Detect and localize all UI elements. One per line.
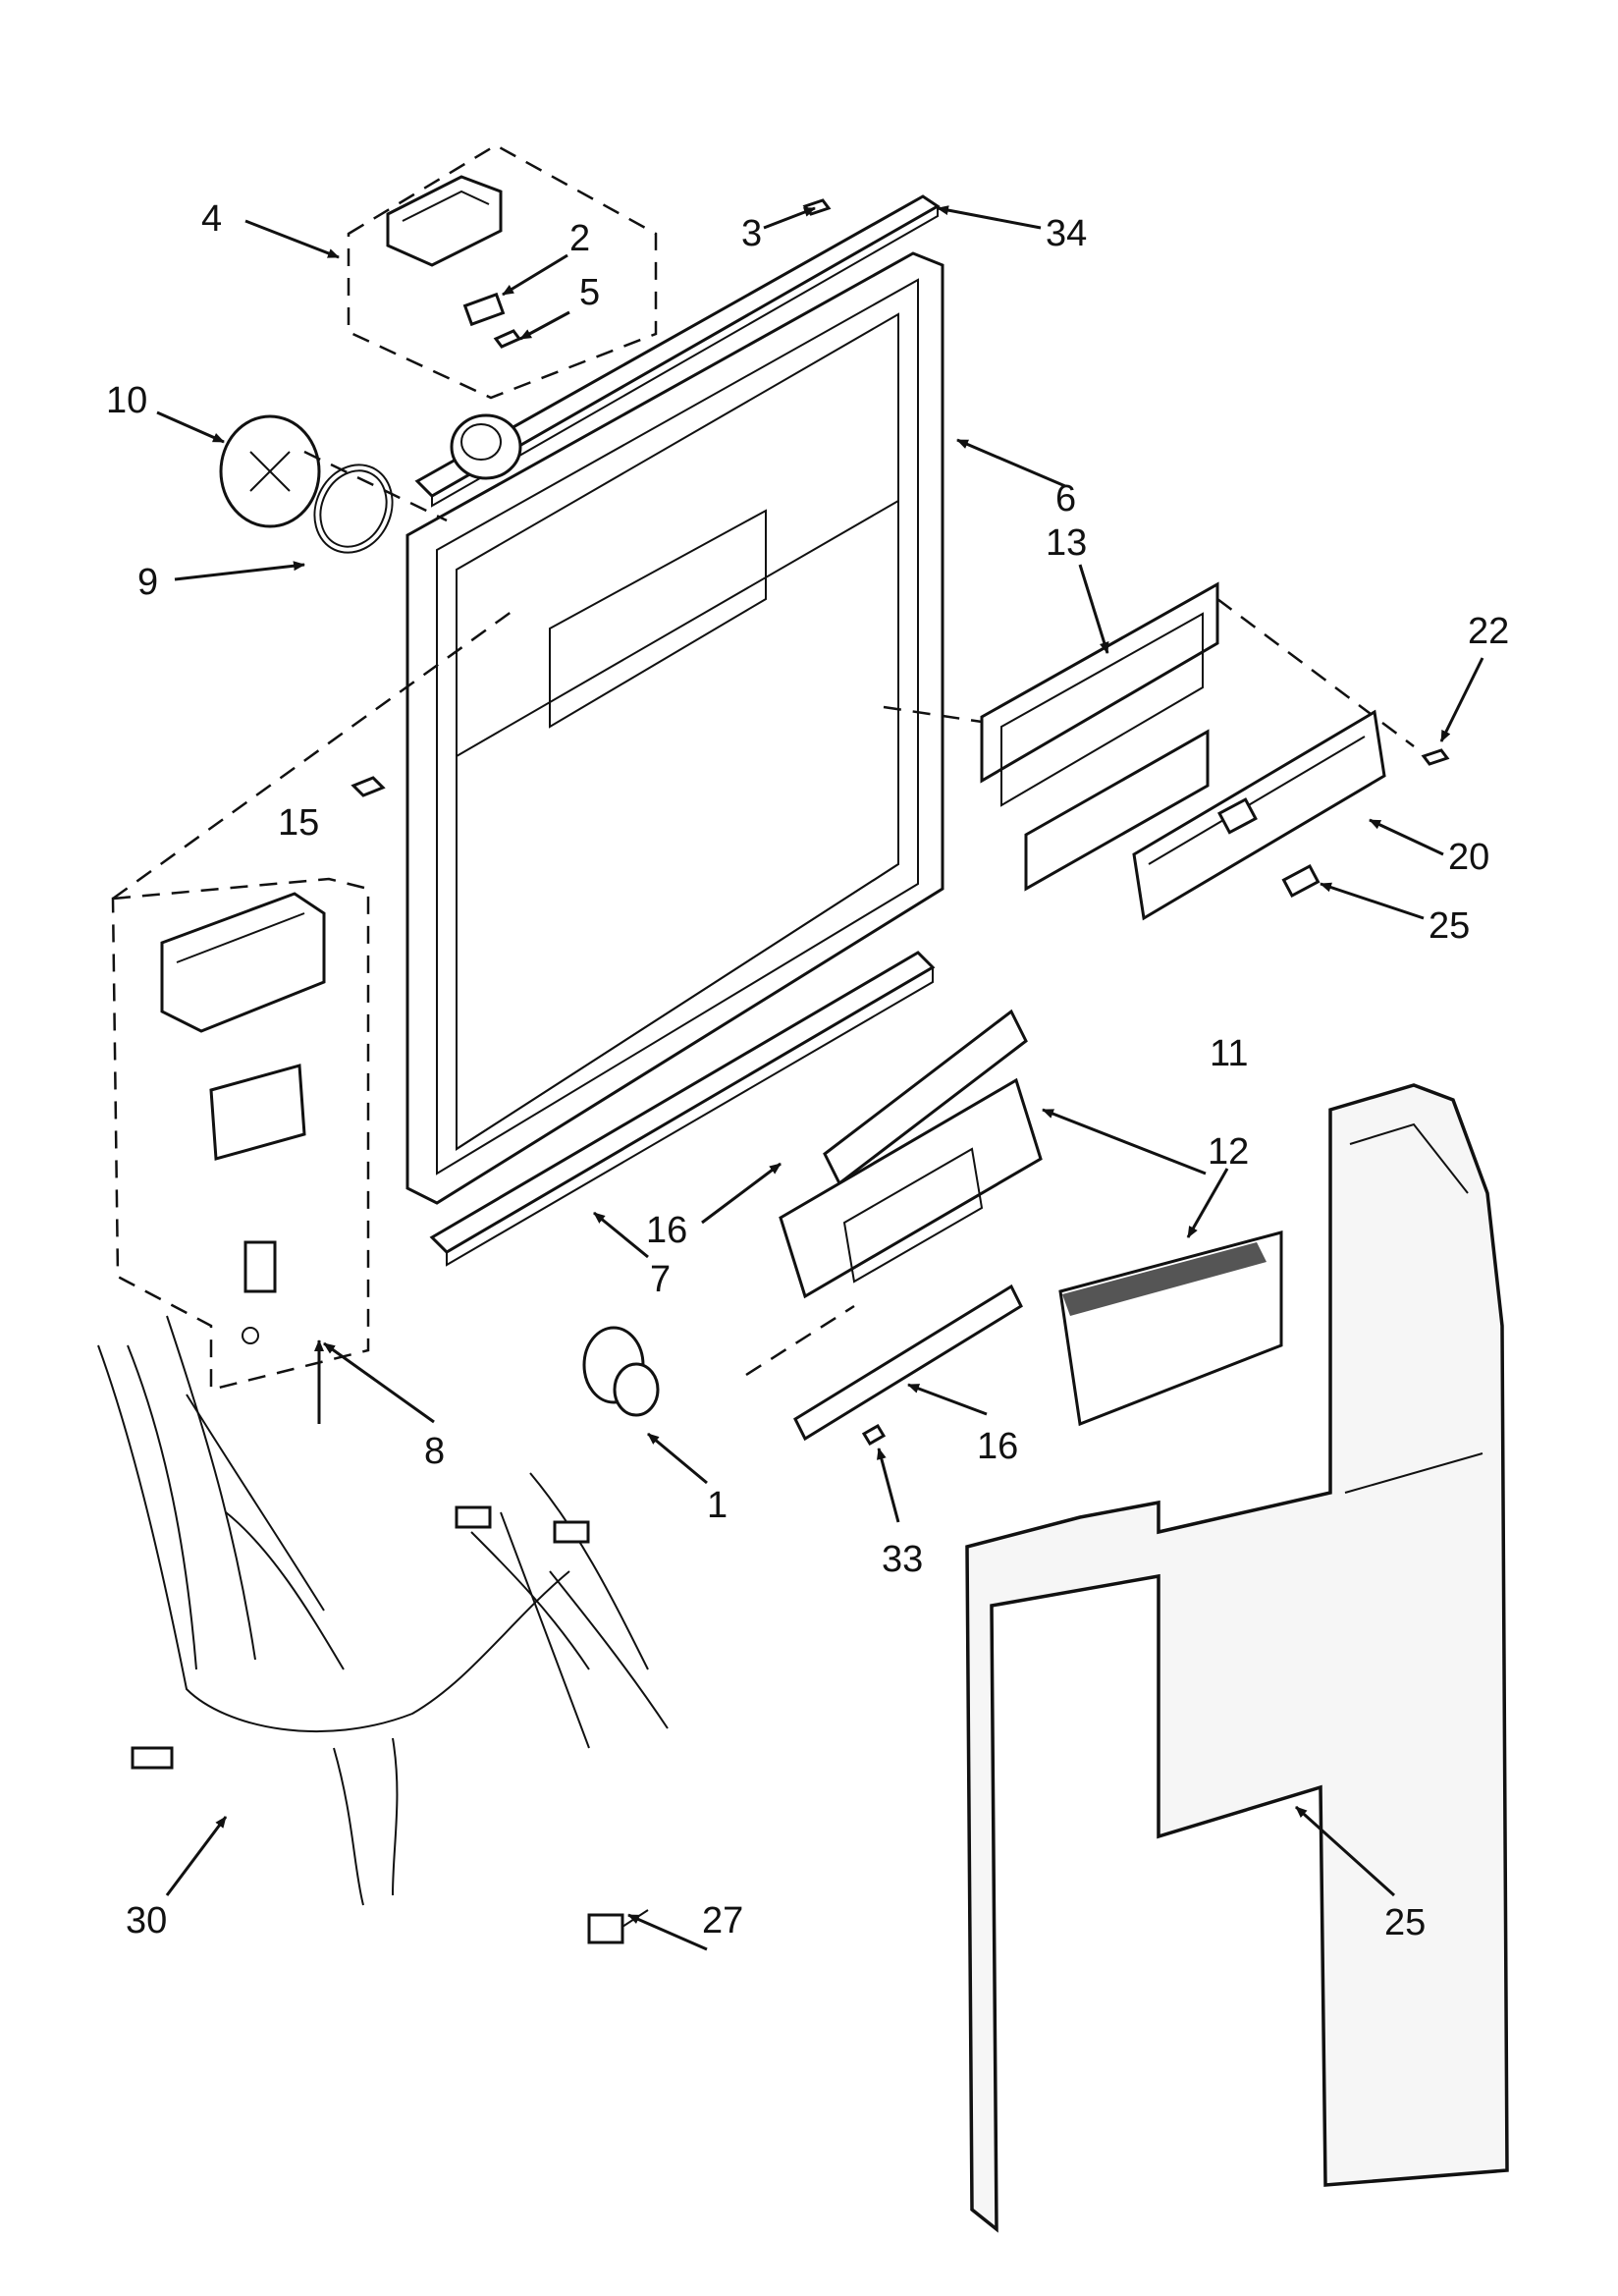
callout-19: 20 <box>1448 837 1489 878</box>
callout-33: 33 <box>882 1539 923 1580</box>
callout-25: 25 <box>1384 1902 1426 1943</box>
callout-16-lower: 16 <box>977 1426 1018 1467</box>
dispenser-group <box>111 607 516 1392</box>
callout-30: 30 <box>126 1900 167 1941</box>
callout-4: 4 <box>201 198 222 240</box>
connector-27 <box>587 1909 649 1944</box>
callout-9: 9 <box>137 562 158 603</box>
callout-8: 8 <box>424 1431 445 1472</box>
callout-13: 13 <box>1046 522 1087 564</box>
inner-door-panel <box>405 251 944 1205</box>
insulation-strip <box>1058 1230 1283 1427</box>
leader-lines <box>156 205 1484 1951</box>
callout-1: 1 <box>707 1485 728 1526</box>
callout-15: 15 <box>278 802 319 844</box>
callout-3: 3 <box>741 213 762 254</box>
callout-27: 27 <box>702 1900 743 1941</box>
callout-22: 25 <box>1429 905 1470 947</box>
wire-harness <box>97 1315 669 1906</box>
knob <box>582 1326 660 1417</box>
callout-labels: 4 2 3 34 5 10 9 6 13 22 15 20 25 11 12 1… <box>106 198 1509 1943</box>
callout-11: 11 <box>1210 1033 1248 1074</box>
callout-6: 6 <box>1055 478 1076 519</box>
latch-assembly-group <box>347 143 658 400</box>
door-handle-group <box>745 1009 1043 1447</box>
door-bottom-rail <box>429 951 936 1267</box>
callout-2: 2 <box>569 218 590 259</box>
callout-34: 34 <box>1046 213 1087 254</box>
callout-16-upper: 16 <box>646 1210 687 1251</box>
callout-10: 10 <box>106 380 147 421</box>
vent-assembly <box>219 414 448 554</box>
control-bracket <box>883 581 1415 892</box>
callout-20: 22 <box>1468 611 1509 652</box>
door-insulation <box>965 1083 1509 2233</box>
callout-5: 5 <box>579 272 600 313</box>
control-console <box>1132 709 1450 921</box>
callout-12: 12 <box>1208 1131 1249 1173</box>
callout-7: 7 <box>650 1259 671 1300</box>
